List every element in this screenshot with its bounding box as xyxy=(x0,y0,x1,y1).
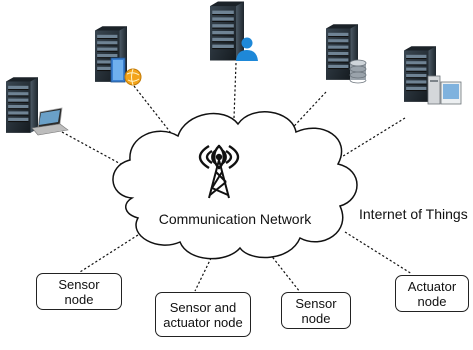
node-line-1: Sensor xyxy=(58,276,100,292)
user-icon xyxy=(236,37,258,61)
link-server-laptop xyxy=(61,131,129,169)
node-line-1: Actuator xyxy=(407,278,457,294)
node-line-2: node xyxy=(417,293,447,309)
server-user xyxy=(210,1,258,61)
globe-icon xyxy=(110,57,142,86)
antenna-tower-icon xyxy=(198,144,240,199)
node-line-2: node xyxy=(301,310,331,326)
server-database xyxy=(326,24,367,84)
node-line-1: Sensor and xyxy=(169,299,237,315)
node-box-sensor-actuator: Sensor and actuator node xyxy=(155,292,251,337)
desktop-computer-icon xyxy=(427,75,462,105)
link-node-2 xyxy=(194,253,214,292)
server-globe xyxy=(95,26,142,86)
link-server-database xyxy=(282,91,327,139)
iot-label: Internet of Things xyxy=(359,206,468,222)
node-line-2: node xyxy=(64,291,94,307)
server-desktop xyxy=(404,46,462,105)
link-server-user xyxy=(233,62,237,119)
link-server-desktop xyxy=(339,117,406,159)
link-node-1 xyxy=(79,234,139,273)
link-node-4 xyxy=(344,231,413,275)
node-box-sensor-2: Sensor node xyxy=(281,292,351,329)
communication-network-cloud xyxy=(112,111,358,260)
node-box-actuator: Actuator node xyxy=(395,275,469,312)
laptop-icon xyxy=(31,107,69,136)
cloud-label: Communication Network xyxy=(158,211,312,227)
server-laptop xyxy=(6,77,69,136)
link-node-3 xyxy=(269,253,301,293)
node-line-1: Sensor xyxy=(295,295,337,311)
node-line-2: actuator node xyxy=(163,314,243,330)
node-box-sensor-1: Sensor node xyxy=(36,273,122,310)
database-icon xyxy=(349,59,367,84)
